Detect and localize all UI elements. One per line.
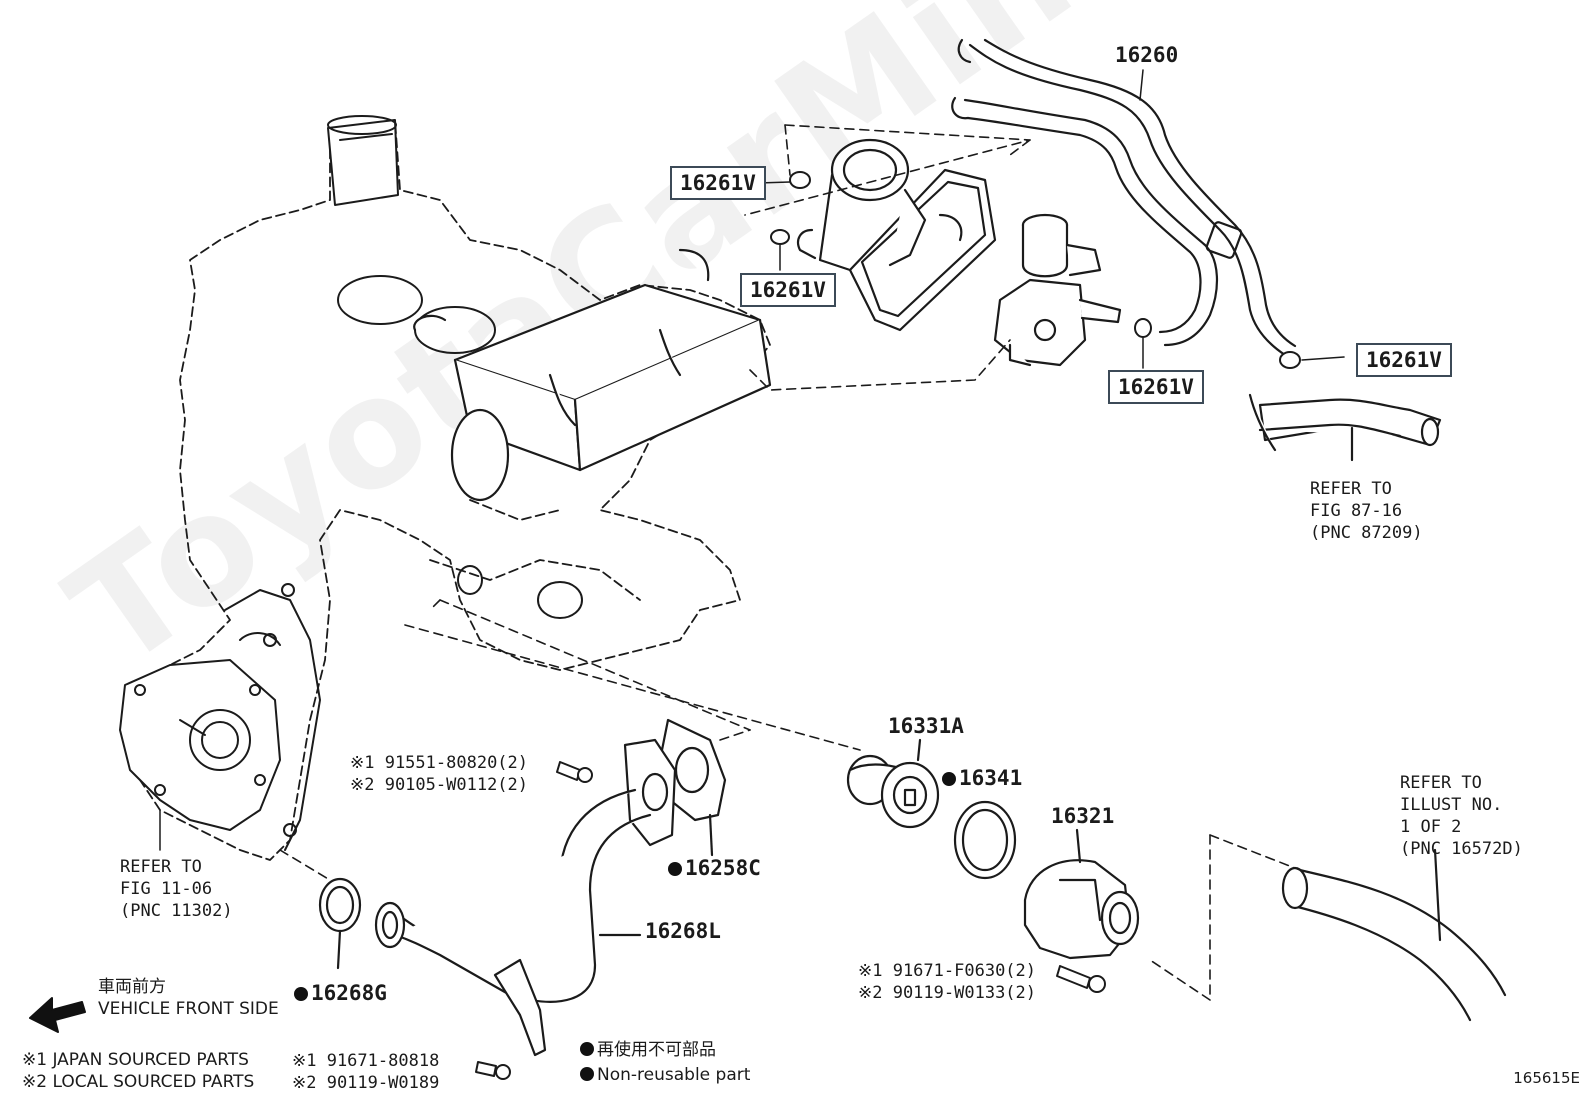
bolt-line: ※1 91671-F0630(2) [858,961,1037,981]
callout-16261v-d: 16261V [1356,343,1452,377]
bolt-line: ※1 91671-80818 [292,1051,440,1071]
ref-illust-1-of-2: REFER TO ILLUST NO. 1 OF 2 (PNC 16572D) [1400,772,1523,860]
callout-16261v-a: 16261V [670,166,766,200]
bolt-line: ※2 90119-W0133(2) [858,983,1037,1003]
leader-lines [159,69,1144,936]
hose-16260 [951,38,1297,357]
throttle-body [796,138,997,332]
timing-cover-edge [224,583,321,851]
ref-line: REFER TO [120,857,202,877]
bolt-line: ※2 90119-W0189 [292,1073,440,1093]
radiator-hose [1281,848,1507,1022]
oring-16268g [318,877,362,970]
gasket-16341 [953,800,1017,880]
water-pump-housing [119,659,281,831]
ref-line: 1 OF 2 [1400,817,1462,837]
intake-duct [413,248,772,502]
callout-16268g: 16268G [294,983,387,1004]
callout-16258c: 16258C [668,858,761,879]
legend-japan-sourced: ※1 JAPAN SOURCED PARTS [22,1050,249,1070]
callout-16268l: 16268L [645,919,721,943]
legend-nonreusable-en: Non-reusable part [580,1065,750,1086]
engine-block-outline [129,119,771,861]
legend-local-sourced: ※2 LOCAL SOURCED PARTS [22,1072,255,1092]
callout-16331a: 16331A [888,714,964,738]
ref-line: REFER TO [1400,773,1482,793]
ref-fig-11-06: REFER TO FIG 11-06 (PNC 11302) [120,856,233,922]
callout-16341: 16341 [942,768,1022,789]
bolt-numbers-1: ※1 91551-80820(2) ※2 90105-W0112(2) [350,752,528,796]
vehicle-front-arrow [29,997,86,1033]
ref-line: (PNC 87209) [1310,523,1423,543]
callout-16321: 16321 [1051,804,1115,828]
vehicle-front-en: VEHICLE FRONT SIDE [98,999,279,1019]
ref-fig-87-16: REFER TO FIG 87-16 (PNC 87209) [1310,478,1423,544]
bolt-line: ※2 90105-W0112(2) [350,775,529,795]
legend-nonreusable-jp: 再使用不可部品 [580,1040,716,1061]
callout-16261v-c: 16261V [1108,370,1204,404]
egr-valve [993,213,1122,367]
figure-id: 165615E [1513,1069,1580,1087]
ref-line: ILLUST NO. [1400,795,1503,815]
ref-line: FIG 87-16 [1310,501,1403,521]
ref-line: (PNC 11302) [120,901,233,921]
ref-line: REFER TO [1310,479,1392,499]
vehicle-front-jp: 車両前方 [98,977,166,997]
callout-16261v-b: 16261V [740,273,836,307]
clamps-16261v [770,171,1301,369]
bolt-numbers-2: ※1 91671-F0630(2) ※2 90119-W0133(2) [858,960,1036,1004]
heater-pipe [1248,393,1442,462]
bolt-numbers-3: ※1 91671-80818 ※2 90119-W0189 [292,1050,439,1094]
bolts [475,761,1106,1080]
bolt-line: ※1 91551-80820(2) [350,753,529,773]
callout-16260: 16260 [1115,43,1179,67]
thermostat-16331a [846,738,940,829]
ref-line: FIG 11-06 [120,879,213,899]
water-inlet-16321 [1023,828,1140,960]
ref-line: (PNC 16572D) [1400,839,1523,859]
phantom-guides-upper [404,124,1031,751]
intake-neck [327,115,399,206]
phantom-guides-lower [279,834,1301,1001]
